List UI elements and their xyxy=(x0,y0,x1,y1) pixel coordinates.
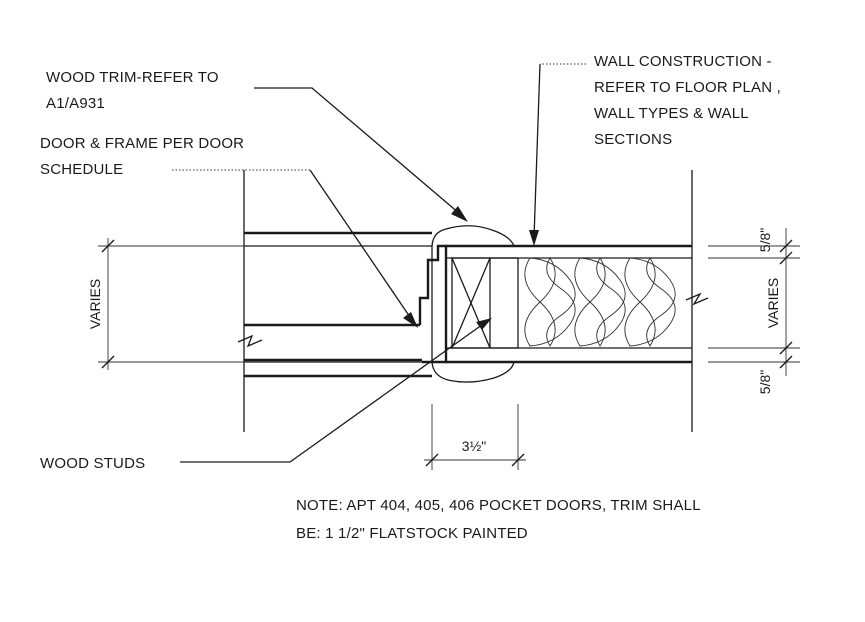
dimension-label-stud: 3½" xyxy=(462,438,486,454)
label-door-frame-line2: SCHEDULE xyxy=(40,161,123,178)
label-wall-construction-line2: REFER TO FLOOR PLAN , xyxy=(594,79,781,96)
dimension-label-left: VARIES xyxy=(87,279,103,329)
label-wall-construction-line3: WALL TYPES & WALL xyxy=(594,105,749,122)
wood-stud xyxy=(451,257,519,349)
leader-wood-trim xyxy=(254,87,468,222)
dimension-left-varies: VARIES xyxy=(87,238,244,370)
note-line2: BE: 1 1/2" FLATSTOCK PAINTED xyxy=(296,525,528,542)
label-wood-trim-line1: WOOD TRIM-REFER TO xyxy=(46,69,219,86)
label-wall-construction-line1: WALL CONSTRUCTION - xyxy=(594,53,772,70)
label-wood-studs: WOOD STUDS xyxy=(40,455,145,472)
wood-trim xyxy=(431,225,515,383)
dimension-right-varies: VARIES 5/8" 5/8" xyxy=(708,228,800,394)
dimension-gyp-bottom: 5/8" xyxy=(757,370,773,394)
label-wood-trim-line2: A1/A931 xyxy=(46,95,105,112)
leader-wood-studs xyxy=(180,318,492,463)
batt-insulation xyxy=(524,257,676,347)
door-frame xyxy=(418,244,448,364)
dimension-stud-width: 3½" xyxy=(424,404,526,470)
left-wall-section xyxy=(243,170,432,432)
leader-door-frame xyxy=(172,169,418,328)
label-door-frame-line1: DOOR & FRAME PER DOOR xyxy=(40,135,244,152)
note-line1: NOTE: APT 404, 405, 406 POCKET DOORS, TR… xyxy=(296,497,701,514)
dimension-label-right: VARIES xyxy=(765,278,781,328)
right-wall-section xyxy=(446,170,709,432)
label-wall-construction-line4: SECTIONS xyxy=(594,131,672,148)
dimension-gyp-top: 5/8" xyxy=(757,228,773,252)
leader-wall-construction xyxy=(529,63,586,246)
door-panel xyxy=(237,323,422,362)
